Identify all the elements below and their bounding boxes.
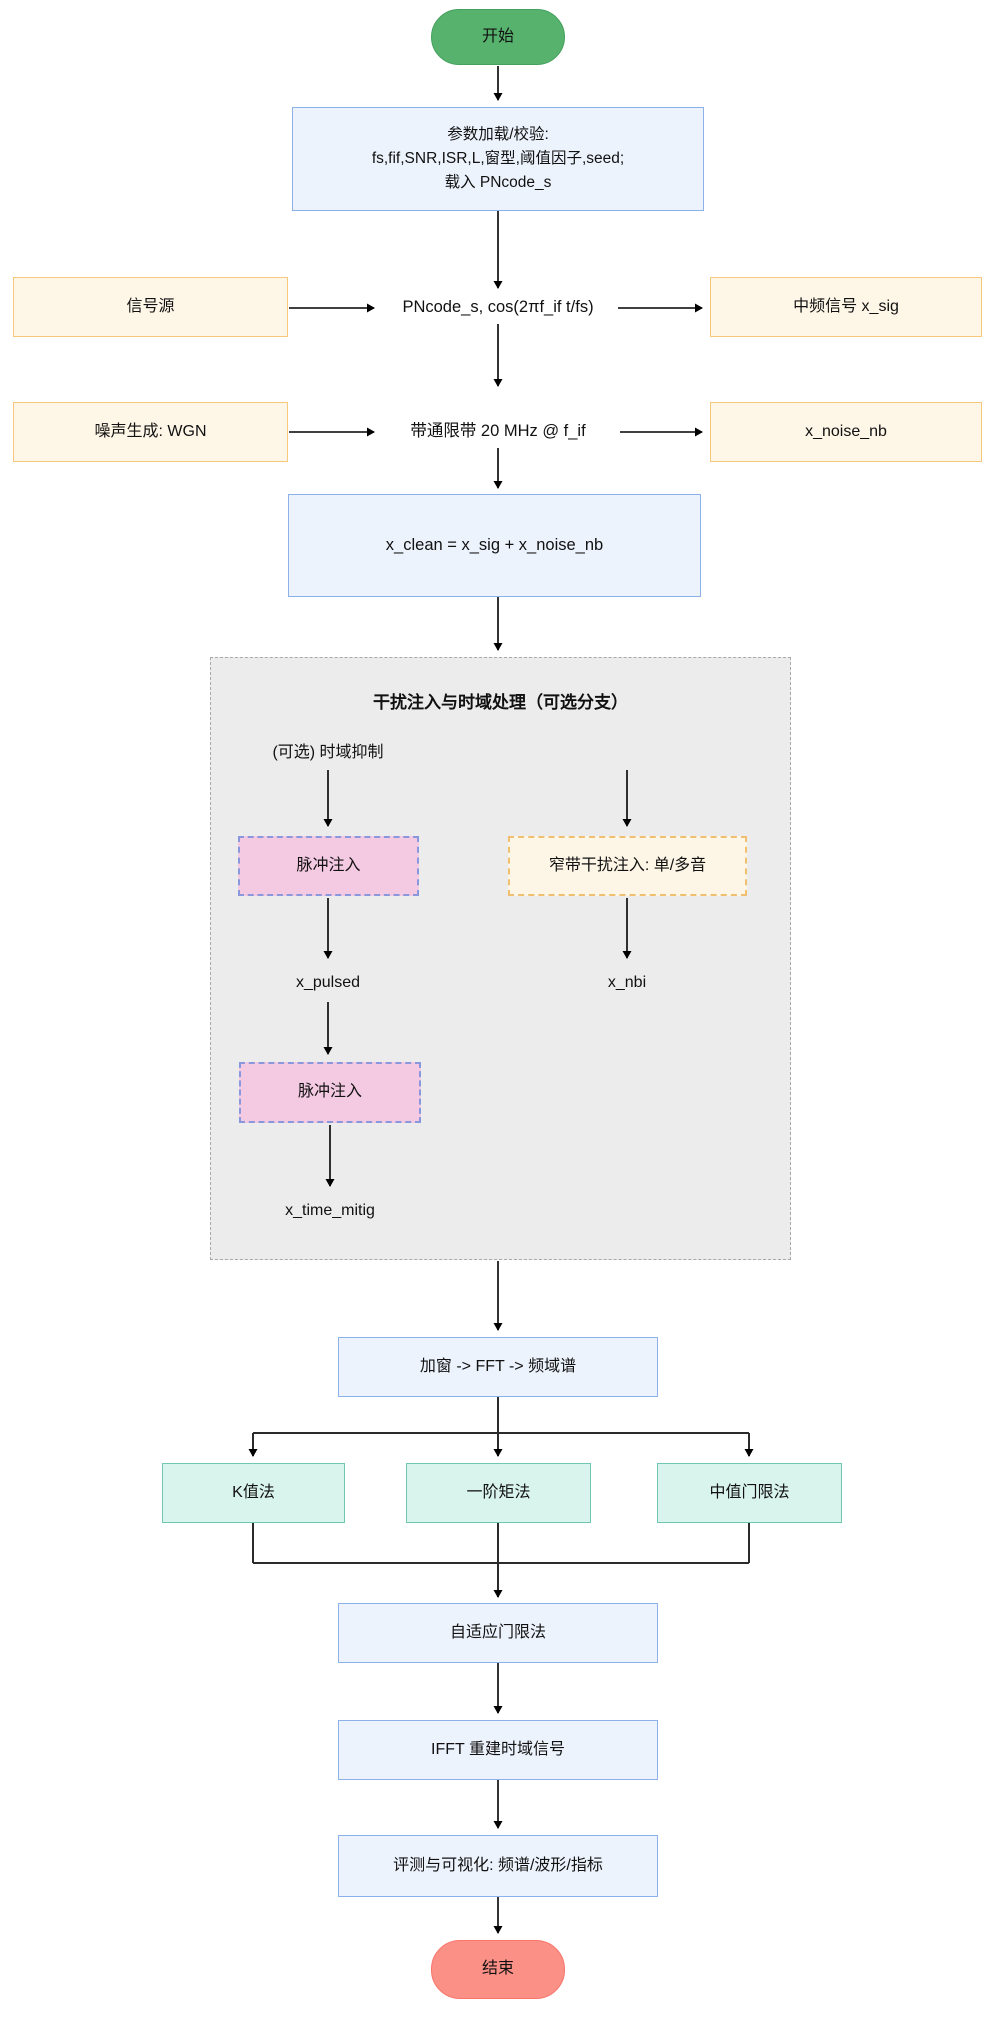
node-pulse-inject-1: 脉冲注入 [238,836,419,896]
node-median-method: 中值门限法 [657,1463,842,1523]
node-ifft-label: IFFT 重建时域信号 [431,1740,565,1758]
node-k-method: K值法 [162,1463,345,1523]
node-optional-label-text: (可选) 时域抑制 [272,743,384,761]
node-start: 开始 [431,9,565,65]
node-evaluate-label: 评测与可视化: 频谱/波形/指标 [393,1856,603,1874]
node-ifft: IFFT 重建时域信号 [338,1720,658,1780]
node-x-pulsed-label: x_pulsed [295,973,361,991]
node-fft-label: 加窗 -> FFT -> 频域谱 [419,1357,577,1375]
node-optional-label: (可选) 时域抑制 [248,740,408,766]
node-pulse-inject-1-label: 脉冲注入 [296,856,361,874]
node-start-label: 开始 [481,27,514,45]
node-bandpass-text: 带通限带 20 MHz @ f_if [350,417,646,447]
node-noise-gen-label: 噪声生成: WGN [94,422,207,440]
node-x-nbi-label: x_nbi [607,973,647,991]
node-end-label: 结束 [481,1960,514,1978]
node-params-line3: 载入 PNcode_s [444,174,552,191]
node-x-clean: x_clean = x_sig + x_noise_nb [288,494,701,597]
node-nbi-inject: 窄带干扰注入: 单/多音 [508,836,747,896]
node-k-method-label: K值法 [232,1483,275,1501]
node-adaptive: 自适应门限法 [338,1603,658,1663]
node-end: 结束 [431,1940,565,1999]
node-x-time-mitig-label: x_time_mitig [285,1201,375,1219]
node-x-clean-label: x_clean = x_sig + x_noise_nb [385,535,604,554]
node-noise-gen: 噪声生成: WGN [13,402,288,462]
node-adaptive-label: 自适应门限法 [449,1623,546,1641]
node-params-line1: 参数加载/校验: [447,125,549,143]
node-pulse-inject-2-label: 脉冲注入 [297,1083,362,1101]
node-noise-nb-label: x_noise_nb [805,422,887,440]
node-fft: 加窗 -> FFT -> 频域谱 [338,1337,658,1397]
node-if-signal-label: 中频信号 x_sig [793,297,899,315]
node-signal-source: 信号源 [13,277,288,337]
node-params-line2: fs,fif,SNR,ISR,L,窗型,阈值因子,seed; [371,149,625,167]
node-moment-method-label: 一阶矩法 [466,1483,531,1501]
node-modulate-text: PNcode_s, cos(2πf_if t/fs) [330,293,666,323]
node-x-time-mitig: x_time_mitig [260,1198,400,1224]
node-x-pulsed: x_pulsed [268,970,388,996]
node-x-nbi: x_nbi [567,970,687,996]
node-noise-nb: x_noise_nb [710,402,982,462]
node-evaluate: 评测与可视化: 频谱/波形/指标 [338,1835,658,1897]
group-title: 干扰注入与时域处理（可选分支） [373,693,628,712]
node-pulse-inject-2: 脉冲注入 [239,1062,421,1123]
node-if-signal: 中频信号 x_sig [710,277,982,337]
node-params: 参数加载/校验: fs,fif,SNR,ISR,L,窗型,阈值因子,seed; … [292,107,704,211]
node-bandpass-label: 带通限带 20 MHz @ f_if [410,422,586,441]
node-nbi-inject-label: 窄带干扰注入: 单/多音 [548,856,707,874]
node-signal-source-label: 信号源 [126,297,175,315]
group-interference-container: 干扰注入与时域处理（可选分支） [210,657,791,1260]
node-moment-method: 一阶矩法 [406,1463,591,1523]
node-modulate-label: PNcode_s, cos(2πf_if t/fs) [402,298,594,317]
node-median-method-label: 中值门限法 [709,1483,790,1501]
